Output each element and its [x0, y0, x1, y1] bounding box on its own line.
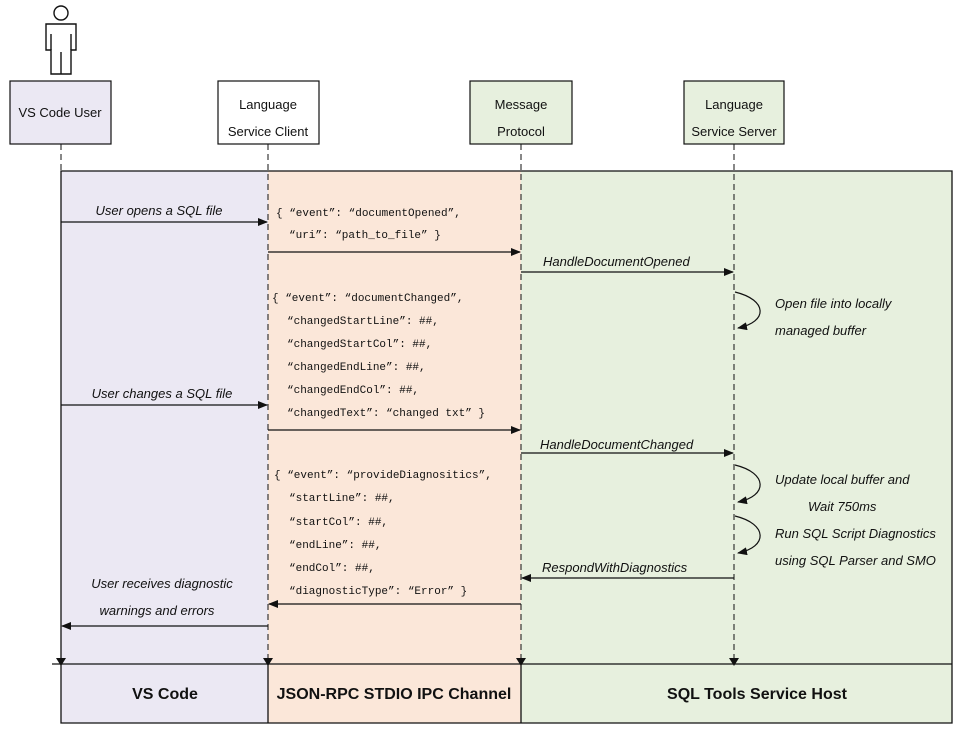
actor-vscode-user: VS Code User: [9, 80, 112, 145]
label-user-opens: User opens a SQL file: [96, 203, 223, 218]
note-open-file: managed buffer: [775, 323, 867, 338]
self-call-update-buffer: [734, 464, 761, 505]
lifeline-end-arrow: [516, 658, 526, 666]
json-changed-line: “changedText”: “changed txt” }: [287, 408, 485, 420]
note-update-buffer: Wait 750ms: [808, 499, 877, 514]
json-changed-line: “changedEndLine”: ##,: [287, 362, 426, 374]
json-changed-line: “changedStartLine”: ##,: [287, 316, 439, 328]
json-changed-line: “changedStartCol”: ##,: [287, 339, 432, 351]
note-run-diagnostics: using SQL Parser and SMO: [775, 553, 936, 568]
label-user-changes: User changes a SQL file: [92, 386, 233, 401]
lane-title-host: SQL Tools Service Host: [667, 686, 848, 703]
json-diagnostics-line: “startCol”: ##,: [289, 517, 388, 529]
label-handle-changed: HandleDocumentChanged: [540, 437, 694, 452]
actor-label: Language: [705, 97, 763, 112]
json-diagnostics-line: “diagnosticType”: “Error” }: [289, 586, 467, 598]
note-update-buffer: Update local buffer and: [775, 472, 910, 487]
label-user-receives: User receives diagnostic: [91, 576, 233, 591]
lane-title-ipc: JSON-RPC STDIO IPC Channel: [277, 686, 512, 703]
label-respond-diagnostics: RespondWithDiagnostics: [542, 560, 688, 575]
lane-ipc-bg: [268, 171, 521, 723]
note-open-file: Open file into locally: [775, 296, 893, 311]
note-run-diagnostics: Run SQL Script Diagnostics: [775, 526, 936, 541]
actor-language-service-client: Language Service Client: [217, 80, 320, 145]
lifeline-end-arrow: [729, 658, 739, 666]
lane-title-vscode: VS Code: [132, 686, 198, 703]
lane-vscode-bg: [61, 171, 268, 723]
json-changed-line: “changedEndCol”: ##,: [287, 385, 419, 397]
json-changed-line: { “event”: “documentChanged”,: [272, 293, 463, 305]
self-call-open-file: [734, 291, 761, 331]
actor-message-protocol: Message Protocol: [469, 80, 573, 145]
person-icon: [45, 5, 77, 75]
actor-label: Service Server: [691, 124, 777, 139]
lifeline-end-arrow: [56, 658, 66, 666]
json-diagnostics-line: “endCol”: ##,: [289, 563, 375, 575]
label-user-receives: warnings and errors: [100, 603, 215, 618]
actor-label: Message: [495, 97, 548, 112]
lane-host-bg: [521, 171, 952, 723]
label-handle-opened: HandleDocumentOpened: [543, 254, 690, 269]
actor-label: VS Code User: [18, 105, 102, 120]
json-diagnostics-line: { “event”: “provideDiagnositics”,: [274, 470, 492, 482]
json-diagnostics-line: “endLine”: ##,: [289, 540, 381, 552]
actor-language-service-server: Language Service Server: [683, 80, 785, 145]
actor-label: Language: [239, 97, 297, 112]
actor-label: Service Client: [228, 124, 309, 139]
self-call-run-diagnostics: [734, 515, 761, 556]
json-diagnostics-line: “startLine”: ##,: [289, 493, 395, 505]
actor-label: Protocol: [497, 124, 545, 139]
json-opened-line: “uri”: “path_to_file” }: [289, 230, 441, 242]
lifeline-end-arrow: [263, 658, 273, 666]
json-opened-line: { “event”: “documentOpened”,: [276, 208, 461, 220]
